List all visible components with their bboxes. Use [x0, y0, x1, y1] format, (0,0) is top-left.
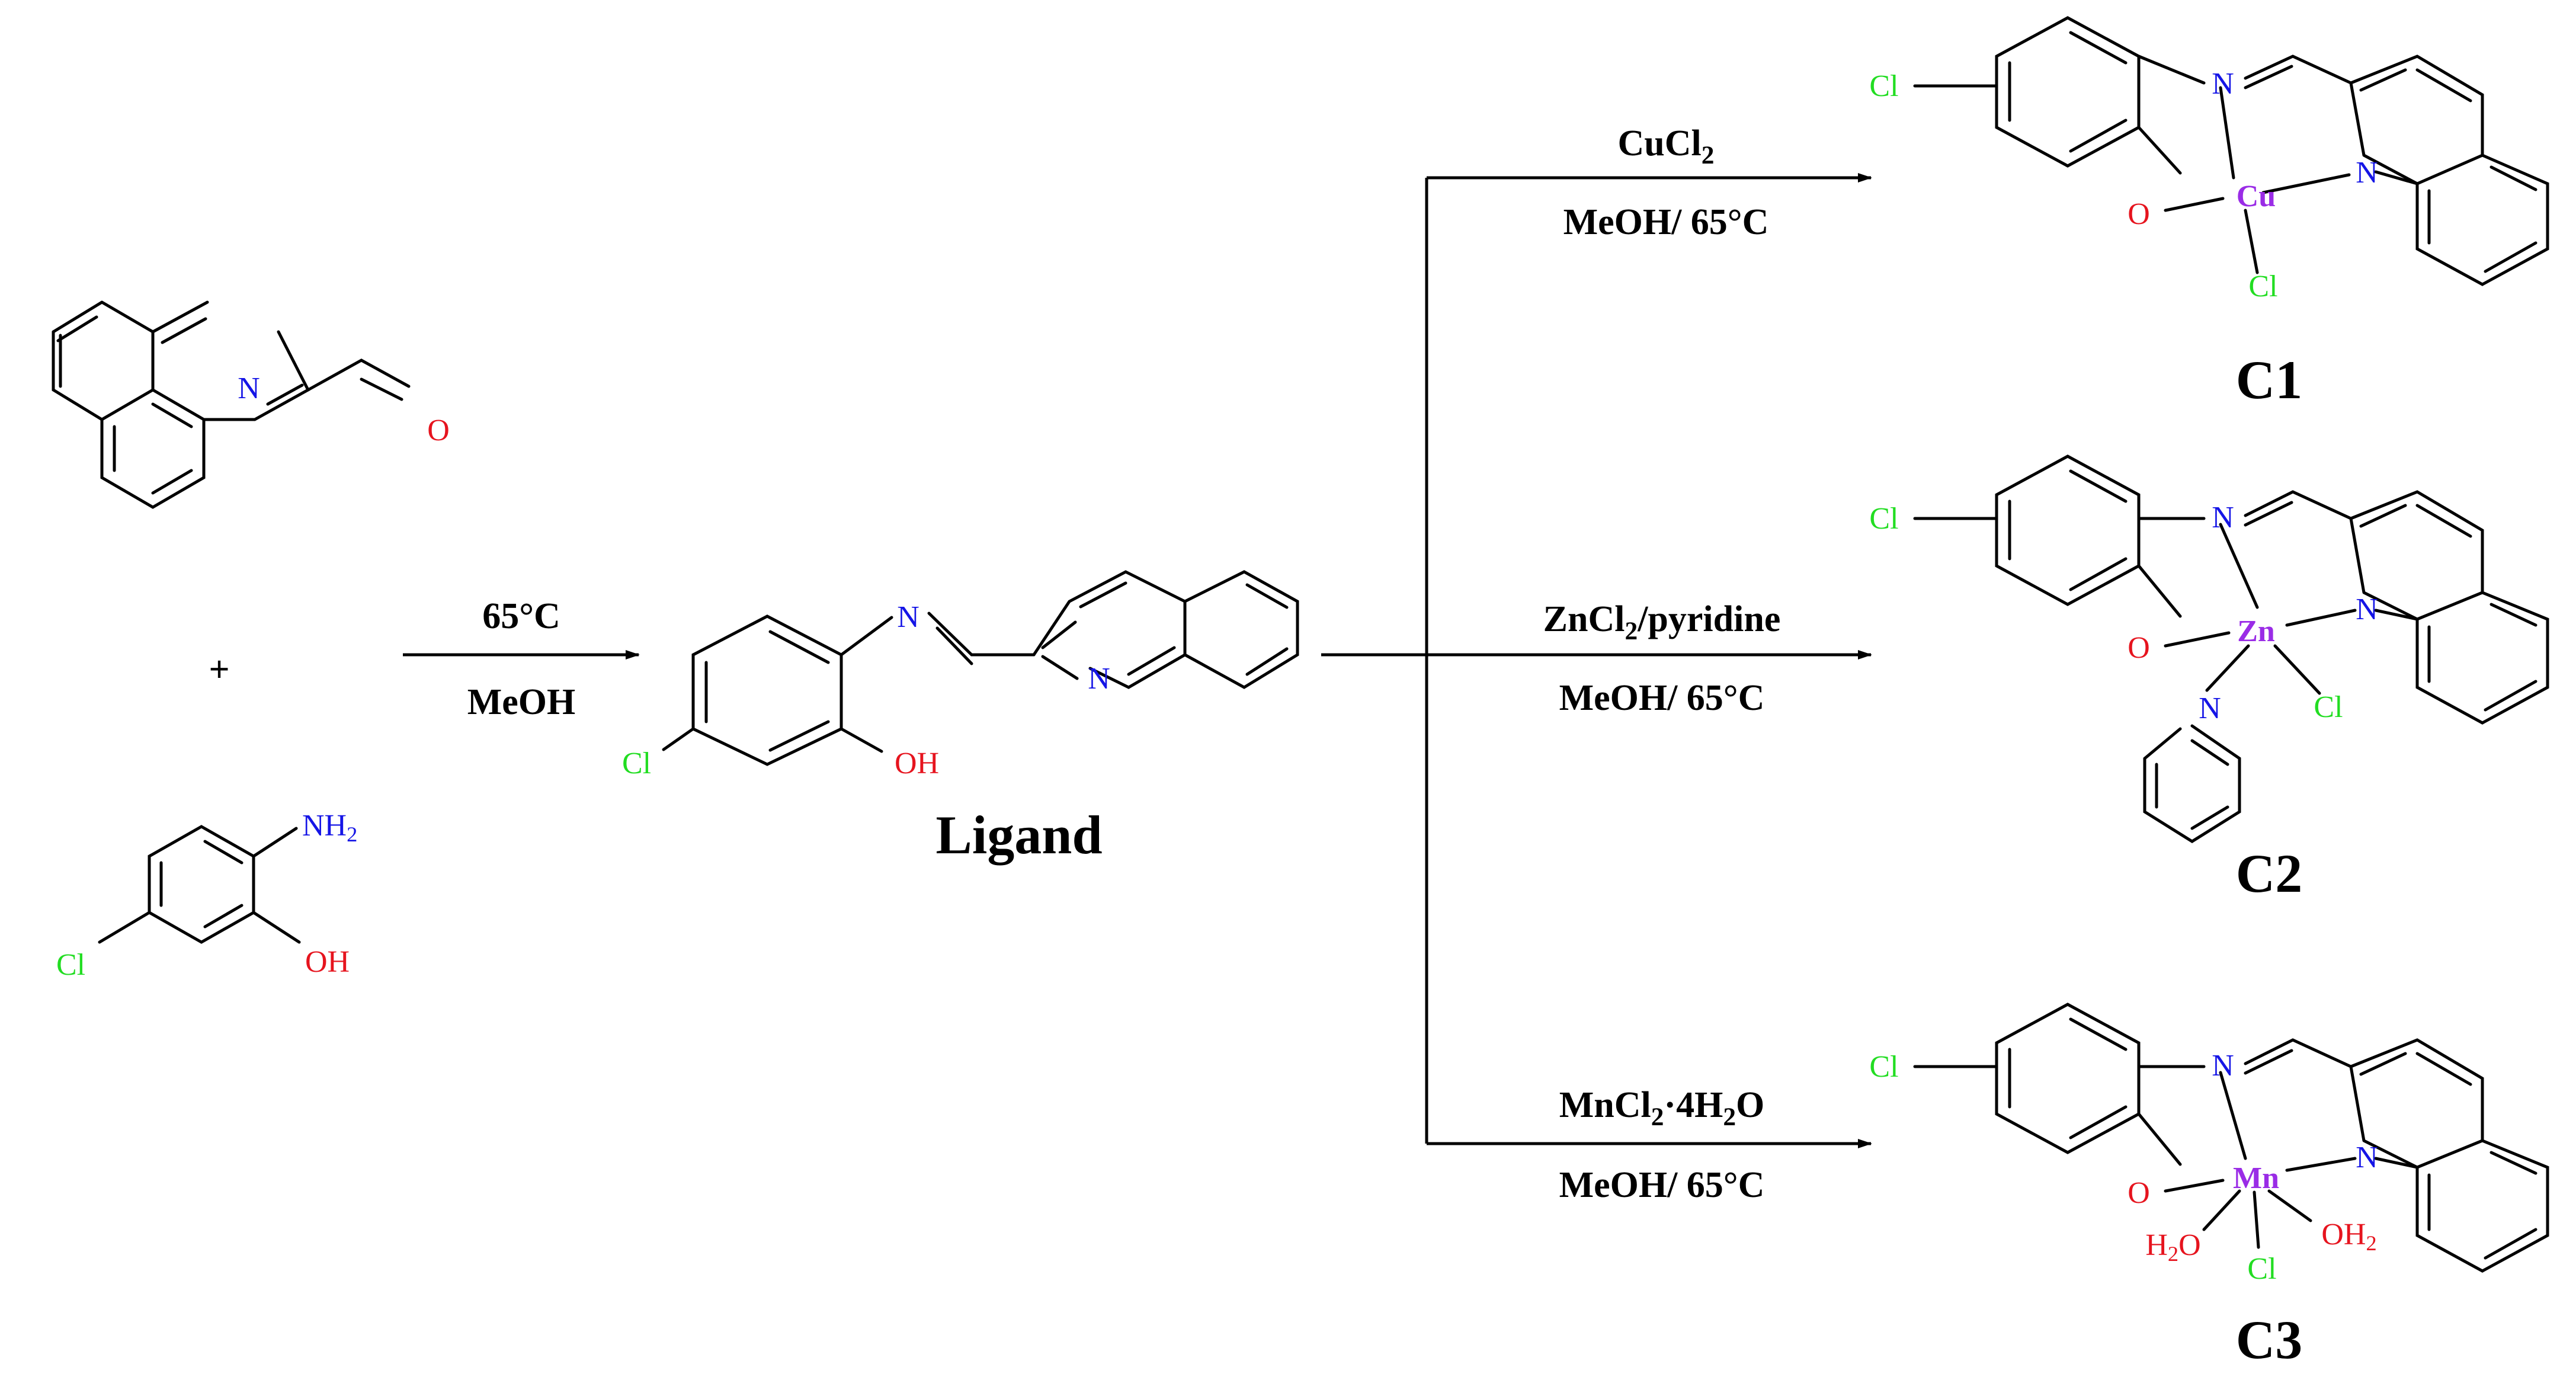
atom-n-imine: N	[897, 600, 919, 634]
metal-cu: Cu	[2237, 180, 2276, 213]
atom-o: O	[2128, 1176, 2150, 1210]
ligand-structure: N N OH Cl	[622, 570, 1299, 780]
cu-solvent: MeOH/ 65°C	[1563, 202, 1769, 242]
c3-label: C3	[2236, 1310, 2302, 1370]
atom-n-imine: N	[2212, 67, 2234, 101]
complex-c1: Cl N N O Cu Cl	[1869, 16, 2549, 303]
atom-nh2: NH2	[302, 809, 357, 846]
atom-o: O	[2128, 631, 2150, 665]
atom-oh: OH	[895, 747, 939, 780]
zn-conditions: ZnCl2/pyridine MeOH/ 65°C	[1543, 599, 1781, 718]
atom-h2o-right: OH2	[2321, 1218, 2376, 1255]
metal-mn: Mn	[2233, 1161, 2279, 1195]
atom-cl-ring: Cl	[1869, 69, 1898, 103]
cu-reagent: CuCl2	[1618, 123, 1715, 169]
quinoline-2-carbaldehyde: N O	[52, 300, 450, 509]
mn-reagent: MnCl2·4H2O	[1559, 1085, 1765, 1131]
atom-n-imine: N	[2212, 1049, 2234, 1083]
atom-n-quinoline: N	[2356, 156, 2378, 190]
zn-solvent: MeOH/ 65°C	[1559, 678, 1765, 718]
atom-n: N	[238, 372, 260, 405]
atom-n-quinoline: N	[1088, 662, 1110, 696]
step1-solvent: MeOH	[467, 682, 576, 722]
zn-reagent: ZnCl2/pyridine	[1543, 599, 1781, 645]
atom-oh: OH	[305, 945, 350, 979]
plus-sign: +	[209, 649, 229, 690]
complex-c2: Cl N N O Zn Cl N	[1869, 454, 2549, 843]
atom-h2o-left: H2O	[2145, 1228, 2200, 1266]
atom-cl-ring: Cl	[1869, 1050, 1898, 1084]
atom-cl-metal: Cl	[2314, 690, 2343, 724]
atom-o: O	[2128, 197, 2150, 231]
atom-cl: Cl	[622, 747, 651, 780]
2-amino-5-chlorophenol: NH2 OH Cl	[56, 809, 357, 982]
mn-solvent: MeOH/ 65°C	[1559, 1165, 1765, 1205]
metal-zn: Zn	[2237, 614, 2275, 648]
atom-cl: Cl	[56, 948, 85, 982]
c2-label: C2	[2236, 843, 2302, 904]
c1-label: C1	[2236, 350, 2302, 410]
atom-n-imine: N	[2212, 501, 2234, 534]
ligand-label: Ligand	[935, 805, 1102, 865]
atom-n-quinoline: N	[2356, 593, 2378, 626]
atom-n-quinoline: N	[2356, 1141, 2378, 1174]
step1-temperature: 65°C	[482, 596, 560, 636]
branch-arrows	[1321, 173, 1872, 1148]
atom-n-pyridine: N	[2199, 692, 2221, 725]
atom-cl-ring: Cl	[1869, 502, 1898, 536]
cu-conditions: CuCl2 MeOH/ 65°C	[1563, 123, 1769, 242]
step1-arrow: 65°C MeOH	[403, 596, 640, 722]
complex-c3: Cl N N O Mn H2O OH2 Cl	[1869, 1003, 2549, 1286]
atom-o: O	[427, 414, 450, 447]
mn-conditions: MnCl2·4H2O MeOH/ 65°C	[1559, 1085, 1765, 1205]
atom-cl-metal: Cl	[2248, 270, 2277, 303]
atom-cl-metal: Cl	[2247, 1252, 2276, 1286]
